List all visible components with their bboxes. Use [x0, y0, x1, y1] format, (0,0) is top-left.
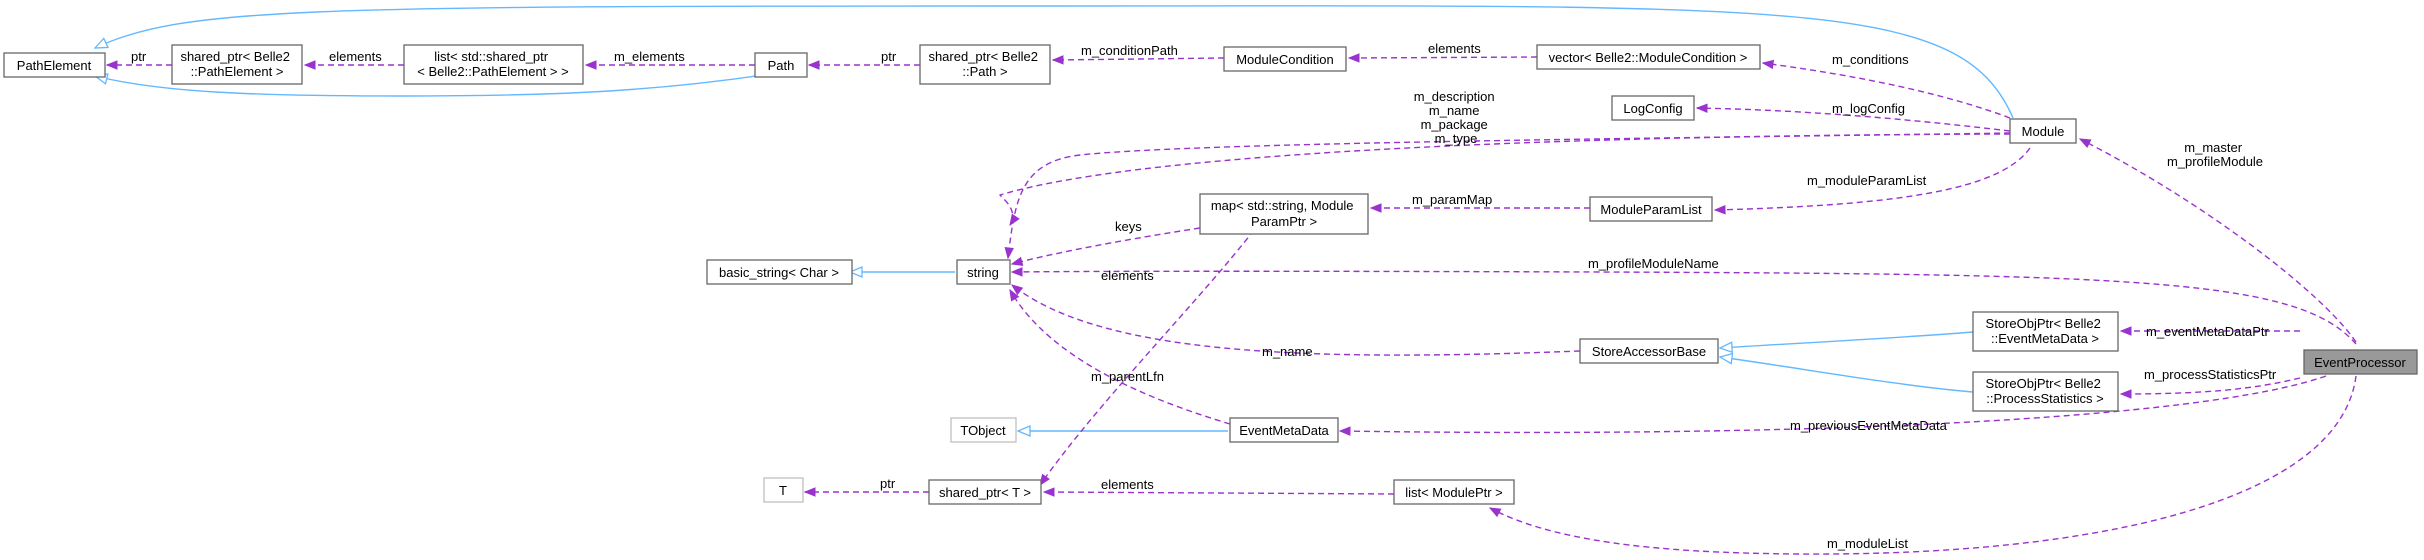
- label-m-process-statistics-ptr: m_processStatisticsPtr: [2144, 367, 2277, 382]
- edge-m-module-param-list: [1715, 147, 2031, 210]
- svg-text:shared_ptr< Belle2 ::P: shared_ptr< Belle2 ::PathElement >: [180, 49, 293, 79]
- svg-text:T: T: [779, 483, 787, 498]
- edge-elements-module-condition: [1349, 57, 1538, 58]
- svg-text:Module: Module: [2022, 124, 2065, 139]
- svg-text:list< ModulePtr >: list< ModulePtr >: [1405, 485, 1503, 500]
- edge-labels-layer: ptr elements m_elements ptr m_conditionP…: [131, 41, 2277, 551]
- svg-text:basic_string< Char >: basic_string< Char >: [719, 265, 839, 280]
- svg-text:EventMetaData: EventMetaData: [1239, 423, 1329, 438]
- label-keys: keys: [1115, 219, 1142, 234]
- edge-path-inherits-path-element: [95, 5, 2014, 119]
- node-path[interactable]: Path: [754, 52, 808, 78]
- node-shared-ptr-t[interactable]: shared_ptr< T >: [928, 479, 1042, 505]
- node-module[interactable]: Module: [2009, 118, 2077, 144]
- edges-layer: [95, 5, 2357, 555]
- svg-text:ModuleCondition: ModuleCondition: [1236, 52, 1334, 67]
- edge-m-module-list: [1490, 375, 2357, 555]
- svg-text:TObject: TObject: [960, 423, 1006, 438]
- node-basic-string-char[interactable]: basic_string< Char >: [706, 259, 853, 285]
- label-m-log-config: m_logConfig: [1832, 101, 1905, 116]
- node-list-module-ptr[interactable]: list< ModulePtr >: [1393, 479, 1515, 505]
- label-m-profile-module-name: m_profileModuleName: [1588, 256, 1719, 271]
- label-m-parent-lfn: m_parentLfn: [1091, 369, 1164, 384]
- label-m-name: m_name: [1262, 344, 1313, 359]
- label-elements-list-module-ptr: elements: [1101, 477, 1154, 492]
- label-m-module-list: m_moduleList: [1827, 536, 1908, 551]
- label-m-param-map: m_paramMap: [1412, 192, 1492, 207]
- edge-m-parent-lfn: [1010, 290, 1231, 425]
- edge-keys: [1012, 227, 1201, 264]
- node-module-condition[interactable]: ModuleCondition: [1223, 46, 1347, 72]
- edge-m-log-config: [1697, 108, 2011, 132]
- node-tobject[interactable]: TObject: [950, 417, 1017, 443]
- label-m-conditions: m_conditions: [1832, 52, 1909, 67]
- edge-elements-list-module-ptr: [1044, 492, 1395, 494]
- node-vector-module-condition[interactable]: vector< Belle2::ModuleCondition >: [1536, 44, 1761, 70]
- label-elements-path-elements: elements: [329, 49, 382, 64]
- svg-text:PathElement: PathElement: [17, 58, 92, 73]
- svg-text:map< std::string, Module: map< std::string, Module ParamPtr >: [1211, 198, 1357, 229]
- label-elements-module-condition: elements: [1428, 41, 1481, 56]
- label-m-event-meta-data-ptr: m_eventMetaDataPtr: [2146, 324, 2270, 339]
- svg-text:StoreAccessorBase: StoreAccessorBase: [1592, 344, 1706, 359]
- svg-text:string: string: [967, 265, 999, 280]
- label-ptr-t: ptr: [880, 476, 896, 491]
- label-elements-shared-ptr-t: elements: [1101, 268, 1154, 283]
- edge-m-master: [2080, 138, 2357, 343]
- node-shared-ptr-path[interactable]: shared_ptr< Belle2 ::Path >: [919, 44, 1051, 85]
- node-t[interactable]: T: [763, 477, 804, 503]
- node-log-config[interactable]: LogConfig: [1611, 95, 1695, 121]
- svg-text:StoreObjPtr< Belle2 ::: StoreObjPtr< Belle2 ::EventMetaData >: [1986, 316, 2105, 346]
- label-ptr-path-element: ptr: [131, 49, 147, 64]
- label-m-previous-event-meta-data: m_previousEventMetaData: [1790, 418, 1948, 433]
- node-store-obj-ptr-event-meta-data[interactable]: StoreObjPtr< Belle2 ::EventMetaData >: [1972, 311, 2119, 352]
- edge-store-obj-ptr-emd-inherits: [1720, 331, 1974, 348]
- label-ptr-path: ptr: [881, 49, 897, 64]
- label-m-master: m_master m_profileModule: [2167, 140, 2263, 169]
- edge-m-process-statistics-ptr: [2121, 377, 2301, 394]
- node-event-processor[interactable]: EventProcessor: [2303, 349, 2418, 375]
- nodes-layer: PathElement shared_ptr< Belle2 ::PathEle…: [3, 44, 2418, 505]
- edge-m-previous-event-meta-data: [1340, 375, 2327, 432]
- svg-text:Path: Path: [768, 58, 795, 73]
- edge-m-profile-module-name: [1012, 271, 2357, 345]
- edge-module-to-string-main: [1008, 132, 2011, 258]
- edge-m-conditions: [1763, 63, 2011, 119]
- edge-path-inherits-path-element-2: [95, 74, 771, 97]
- edge-m-name: [1012, 285, 1581, 356]
- svg-text:ModuleParamList: ModuleParamList: [1600, 202, 1702, 217]
- svg-text:EventProcessor: EventProcessor: [2314, 355, 2406, 370]
- node-string[interactable]: string: [956, 259, 1011, 285]
- svg-text:LogConfig: LogConfig: [1623, 101, 1682, 116]
- edge-store-obj-ptr-ps-inherits: [1720, 357, 1974, 393]
- svg-text:shared_ptr< Belle2 ::P: shared_ptr< Belle2 ::Path >: [928, 49, 1041, 79]
- edge-elements-shared-ptr-t: [1040, 229, 1255, 485]
- node-store-accessor-base[interactable]: StoreAccessorBase: [1579, 338, 1719, 364]
- svg-text:shared_ptr< T >: shared_ptr< T >: [939, 485, 1031, 500]
- node-list-shared-ptr-path-element[interactable]: list< std::shared_ptr < Belle2::PathElem…: [403, 44, 584, 85]
- svg-text:list< std::shared_ptr: list< std::shared_ptr < Belle2::PathElem…: [417, 49, 568, 79]
- node-module-param-list[interactable]: ModuleParamList: [1589, 196, 1713, 222]
- label-m-condition-path: m_conditionPath: [1081, 43, 1178, 58]
- label-m-module-param-list: m_moduleParamList: [1807, 173, 1927, 188]
- node-event-meta-data[interactable]: EventMetaData: [1229, 417, 1339, 443]
- label-m-elements: m_elements: [614, 49, 685, 64]
- node-path-element[interactable]: PathElement: [3, 52, 106, 78]
- node-store-obj-ptr-process-statistics[interactable]: StoreObjPtr< Belle2 ::ProcessStatistics …: [1972, 371, 2119, 412]
- node-map-string-module-param-ptr[interactable]: map< std::string, Module ParamPtr >: [1199, 193, 1369, 235]
- node-shared-ptr-path-element[interactable]: shared_ptr< Belle2 ::PathElement >: [171, 44, 303, 85]
- svg-text:StoreObjPtr< Belle2 ::: StoreObjPtr< Belle2 ::ProcessStatistics …: [1986, 376, 2105, 406]
- edge-m-condition-path: [1053, 58, 1225, 60]
- label-module-strings: m_description m_name m_package m_type: [1414, 89, 1499, 146]
- svg-text:vector< Belle2::ModuleConditio: vector< Belle2::ModuleCondition >: [1549, 50, 1748, 65]
